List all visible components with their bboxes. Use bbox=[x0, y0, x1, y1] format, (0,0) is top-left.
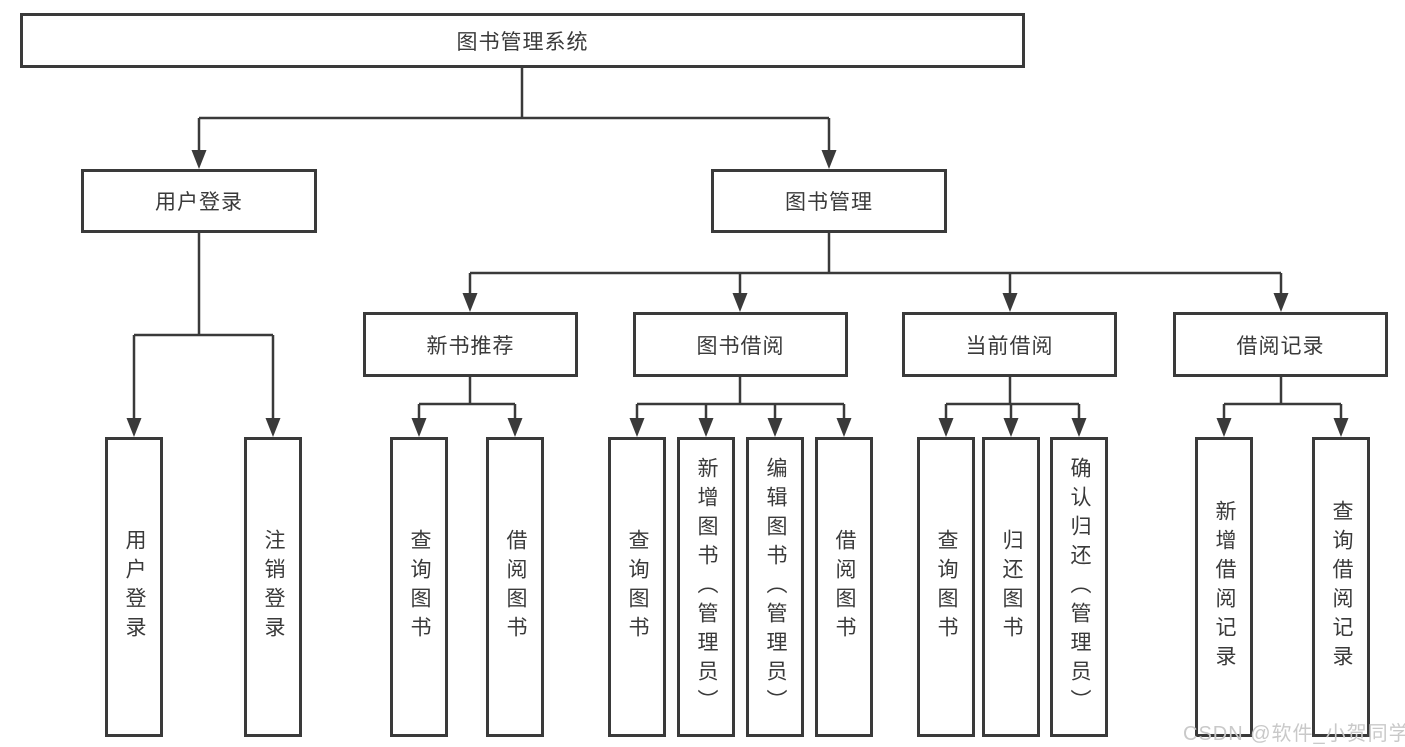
node-library-management-system: 图书管理系统 bbox=[20, 13, 1025, 68]
leaf-user-login: 用户登录 bbox=[105, 437, 163, 737]
leaf-borrowing-borrow-books: 借阅图书 bbox=[815, 437, 873, 737]
leaf-current-confirm-return-admin: 确认归还（管理员） bbox=[1050, 437, 1108, 737]
leaf-current-return-books: 归还图书 bbox=[982, 437, 1040, 737]
leaf-borrowing-add-books-admin: 新增图书（管理员） bbox=[677, 437, 735, 737]
watermark: CSDN @软件_小贺同学 bbox=[1183, 723, 1405, 745]
leaf-recommend-borrow-books: 借阅图书 bbox=[486, 437, 544, 737]
node-current-borrowing: 当前借阅 bbox=[902, 312, 1117, 377]
leaf-current-query-books: 查询图书 bbox=[917, 437, 975, 737]
leaf-logout: 注销登录 bbox=[244, 437, 302, 737]
node-borrowing-records: 借阅记录 bbox=[1173, 312, 1388, 377]
node-user-login: 用户登录 bbox=[81, 169, 317, 233]
node-book-borrowing: 图书借阅 bbox=[633, 312, 848, 377]
node-new-book-recommendation: 新书推荐 bbox=[363, 312, 578, 377]
leaf-records-add-borrow-record: 新增借阅记录 bbox=[1195, 437, 1253, 737]
leaf-borrowing-edit-books-admin: 编辑图书（管理员） bbox=[746, 437, 804, 737]
leaf-borrowing-query-books: 查询图书 bbox=[608, 437, 666, 737]
leaf-records-query-borrow-record: 查询借阅记录 bbox=[1312, 437, 1370, 737]
node-book-management: 图书管理 bbox=[711, 169, 947, 233]
leaf-recommend-query-books: 查询图书 bbox=[390, 437, 448, 737]
